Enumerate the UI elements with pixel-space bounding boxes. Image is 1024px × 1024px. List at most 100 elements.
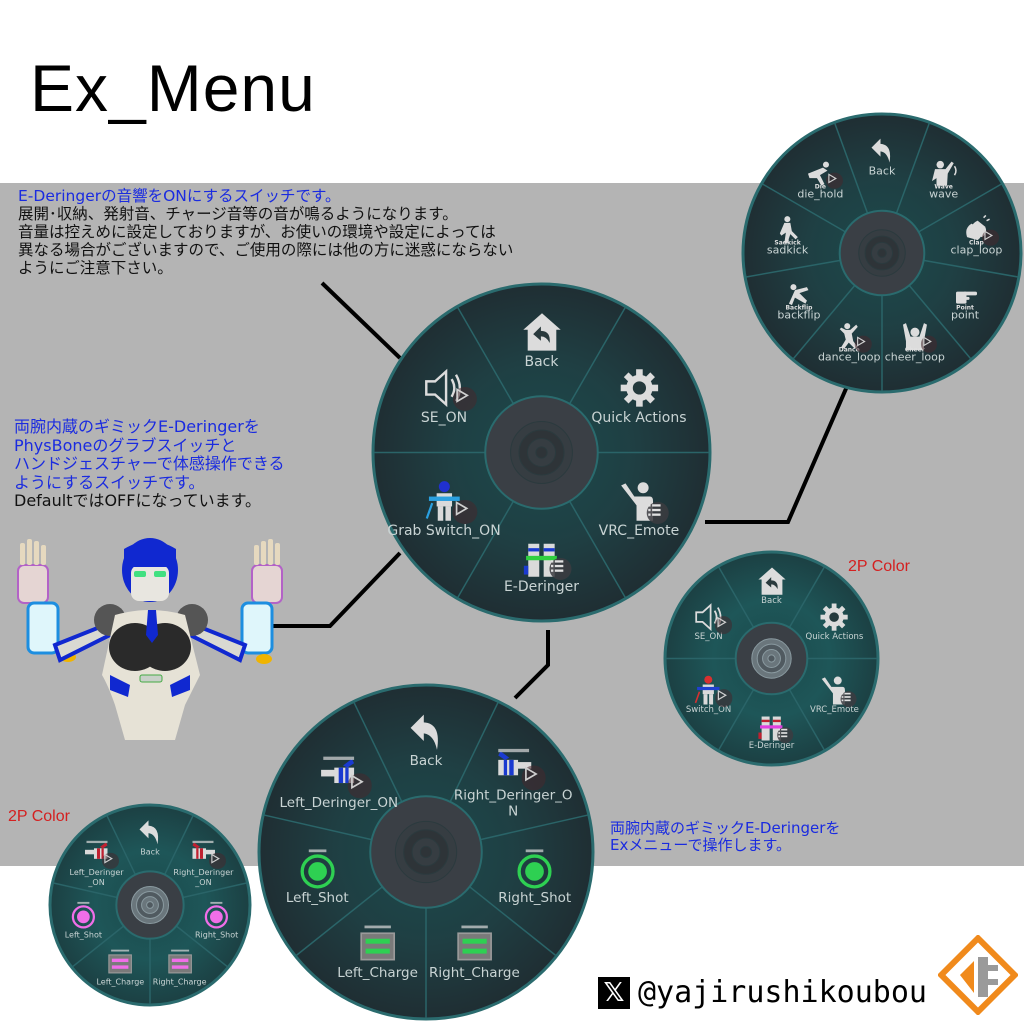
center-ring xyxy=(535,446,548,459)
backflip-icon: Backflip xyxy=(784,280,814,312)
menu-item-e-deringer[interactable]: E-Deringer xyxy=(748,710,795,752)
menu-item-label: Grab Switch_ON xyxy=(387,522,501,539)
menu-item-label: Back xyxy=(140,847,160,857)
menu-item-back[interactable]: Back xyxy=(867,136,897,179)
left-hand xyxy=(17,539,49,604)
menu-item-label: Quick Actions xyxy=(591,410,687,427)
segment-divider xyxy=(72,925,125,968)
emote-person-icon xyxy=(617,479,669,524)
menu-item-right-shot[interactable]: Right_Shot xyxy=(195,901,238,940)
segment-divider xyxy=(918,183,1002,233)
back-arrow-icon xyxy=(135,817,165,847)
left-deringer-icon xyxy=(82,838,119,870)
submenu-list-icon xyxy=(840,690,857,707)
menu-item-label: backflip xyxy=(777,308,821,322)
clap-icon: Clap xyxy=(961,215,999,247)
menu-item-right-deringer-on[interactable]: Right_Deringer _ON xyxy=(173,838,233,886)
menu-item-grab-switch-on[interactable]: Grab Switch_ON xyxy=(387,479,501,539)
menu-item-switch-on[interactable]: Switch_ON xyxy=(685,674,733,716)
menu-item-label: Right_Charge xyxy=(152,976,207,986)
charge-icon xyxy=(105,947,135,977)
play-toggle-icon xyxy=(347,773,372,798)
back-arrow-icon xyxy=(404,711,448,755)
menu-item-left-charge[interactable]: Left_Charge xyxy=(337,923,418,983)
menu-item-right-deringer-on[interactable]: Right_Deringer_O N xyxy=(454,745,573,820)
menu-item-label: cheer_loop xyxy=(884,350,945,364)
segment-divider xyxy=(263,814,372,841)
menu-item-label: Back xyxy=(868,164,896,178)
social-handle: @yajirushikoubou xyxy=(638,975,927,1010)
menu-item-back[interactable]: Back xyxy=(520,310,564,370)
menu-item-se-on[interactable]: SE_ON xyxy=(421,366,477,426)
icon-caption: Dance xyxy=(838,346,860,354)
note-line: 異なる場合がございますので、ご使用の際には他の方に迷惑にならない xyxy=(18,241,514,259)
segment-divider xyxy=(106,815,137,875)
icon-caption: Wave xyxy=(934,183,953,191)
play-toggle-icon xyxy=(452,499,477,524)
play-toggle-icon xyxy=(826,172,843,190)
menu-item-back[interactable]: Back xyxy=(404,711,448,771)
menu-item-left-shot[interactable]: Left_Shot xyxy=(65,901,102,940)
segment-divider xyxy=(788,566,825,628)
connector-deringer xyxy=(513,630,550,700)
shot-button-icon xyxy=(202,901,232,931)
menu-item-left-deringer-on[interactable]: Left_Deringer_ON xyxy=(279,753,398,813)
dance-icon: Dance xyxy=(834,322,872,354)
segment-divider xyxy=(908,284,972,360)
menu-item-back[interactable]: Back xyxy=(756,565,788,607)
note-line: 両腕内蔵のギミックE-Deringerを xyxy=(14,417,260,436)
center-ring xyxy=(767,654,776,663)
menu-item-back[interactable]: Back xyxy=(135,817,165,856)
menu-item-vrc-emote[interactable]: VRC_Emote xyxy=(810,674,859,716)
note-grab-switch: 両腕内蔵のギミックE-Deringerを PhysBoneのグラブスイッチと ハ… xyxy=(14,417,285,511)
segment-divider xyxy=(163,815,194,875)
home-back-icon xyxy=(756,565,788,597)
note-exmenu: 両腕内蔵のギミックE-Deringerを Exメニューで操作します。 xyxy=(610,820,840,854)
cheer-icon: Cheer xyxy=(900,322,938,354)
menu-item-left-deringer-on[interactable]: Left_Deringer _ON xyxy=(70,838,124,886)
menu-item-label: Right_Shot xyxy=(498,890,572,907)
play-toggle-icon xyxy=(982,229,999,246)
note-line: 展開･収納、発射音、チャージ音等の音が鳴るようになります。 xyxy=(18,205,458,223)
menu-item-label: Right_Charge xyxy=(429,965,520,982)
segment-divider xyxy=(568,500,626,598)
note-line: ようにご注意下さい。 xyxy=(18,259,173,277)
menu-item-label: Left_Shot xyxy=(285,890,349,907)
menu-item-e-deringer[interactable]: E-Deringer xyxy=(504,535,579,595)
label-2p-color-deringer: 2P Color xyxy=(8,808,70,825)
menu-item-right-shot[interactable]: Right_Shot xyxy=(498,847,571,907)
grab-switch-icon xyxy=(422,479,477,524)
menu-item-label: E-Deringer xyxy=(748,741,795,752)
menu-item-label: Switch_ON xyxy=(685,704,732,715)
e-deringer-icon xyxy=(755,710,794,744)
menu-item-label: Back xyxy=(409,753,443,770)
menu-item-right-charge[interactable]: Right_Charge xyxy=(153,947,207,986)
menu-item-right-charge[interactable]: Right_Charge xyxy=(429,923,520,983)
connector-se-note xyxy=(320,281,402,360)
charge-icon xyxy=(452,923,496,967)
menu-item-left-charge[interactable]: Left_Charge xyxy=(96,947,144,986)
menu-item-se-on[interactable]: SE_ON xyxy=(693,601,733,643)
play-toggle-icon xyxy=(209,852,226,870)
menu-item-vrc-emote[interactable]: VRC_Emote xyxy=(599,479,679,539)
icon-caption: Backflip xyxy=(785,304,813,312)
yajirushi-koubou-logo-icon xyxy=(938,935,1018,1015)
menu-item-label: Right_Deringer _ON xyxy=(173,868,234,887)
menu-item-label: Left_Deringer _ON xyxy=(69,868,124,887)
menu-item-quick-actions[interactable]: Quick Actions xyxy=(806,601,863,643)
menu-item-left-shot[interactable]: Left_Shot xyxy=(286,847,349,907)
note-line: Exメニューで操作します。 xyxy=(610,836,791,854)
menu-item-quick-actions[interactable]: Quick Actions xyxy=(591,366,687,427)
note-line: ハンドジェスチャーで体感操作できる xyxy=(14,454,285,473)
icon-caption: Cheer xyxy=(904,346,925,354)
